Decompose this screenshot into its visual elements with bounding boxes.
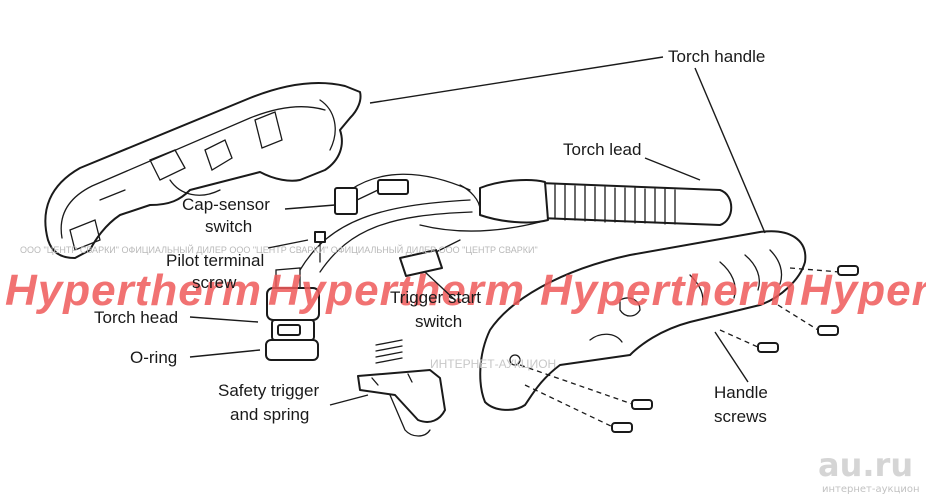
watermark-brand-2: Hypertherm: [268, 266, 525, 315]
torch-head: [265, 267, 320, 361]
label-pilot-line2: screw: [192, 273, 237, 292]
watermark-brand-1: Hypertherm: [5, 266, 262, 315]
handle-screws: [519, 265, 859, 433]
torch-lead: [299, 173, 733, 273]
label-cap-sensor-line1: Cap-sensor: [182, 195, 270, 214]
label-handle-screws-line2: screws: [714, 407, 767, 426]
pilot-terminal-screw: [314, 231, 326, 263]
watermark-brand-4: Hypertherm: [800, 266, 926, 315]
site-logo-tagline: интернет-аукцион: [822, 484, 920, 495]
label-torch-head: Torch head: [94, 308, 178, 327]
site-logo: au.ru интернет-аукцион: [818, 446, 920, 495]
label-pilot-line1: Pilot terminal: [166, 251, 264, 270]
label-trigger-line2: switch: [415, 312, 462, 331]
label-safety-line1: Safety trigger: [218, 381, 319, 400]
watermark-center-text: ИНТЕРНЕТ-АУКЦИОН: [430, 357, 556, 371]
handle-half-left: [44, 81, 362, 259]
safety-trigger-spring: [357, 339, 446, 437]
label-torch-lead: Torch lead: [563, 140, 641, 159]
site-logo-name: au.ru: [818, 446, 913, 484]
label-handle-screws-line1: Handle: [714, 383, 768, 402]
callout-labels: Torch handle Torch lead Cap-sensor switc…: [94, 47, 768, 426]
label-cap-sensor-line2: switch: [205, 217, 252, 236]
cap-sensor-switch: [334, 179, 409, 215]
watermark: ООО "ЦЕНТР СВАРКИ" ОФИЦИАЛЬНЫЙ ДИЛЕР ООО…: [5, 244, 926, 371]
label-oring: O-ring: [130, 348, 177, 367]
trigger-start-switch: [399, 239, 461, 277]
label-torch-handle: Torch handle: [668, 47, 765, 66]
handle-half-right: [479, 230, 807, 411]
leader-lines: [189, 56, 766, 406]
watermark-dealer-text: ООО "ЦЕНТР СВАРКИ" ОФИЦИАЛЬНЫЙ ДИЛЕР ООО…: [20, 244, 538, 255]
label-safety-line2: and spring: [230, 405, 309, 424]
watermark-brand-3: Hypertherm: [540, 266, 797, 315]
label-trigger-line1: Trigger start: [390, 288, 481, 307]
